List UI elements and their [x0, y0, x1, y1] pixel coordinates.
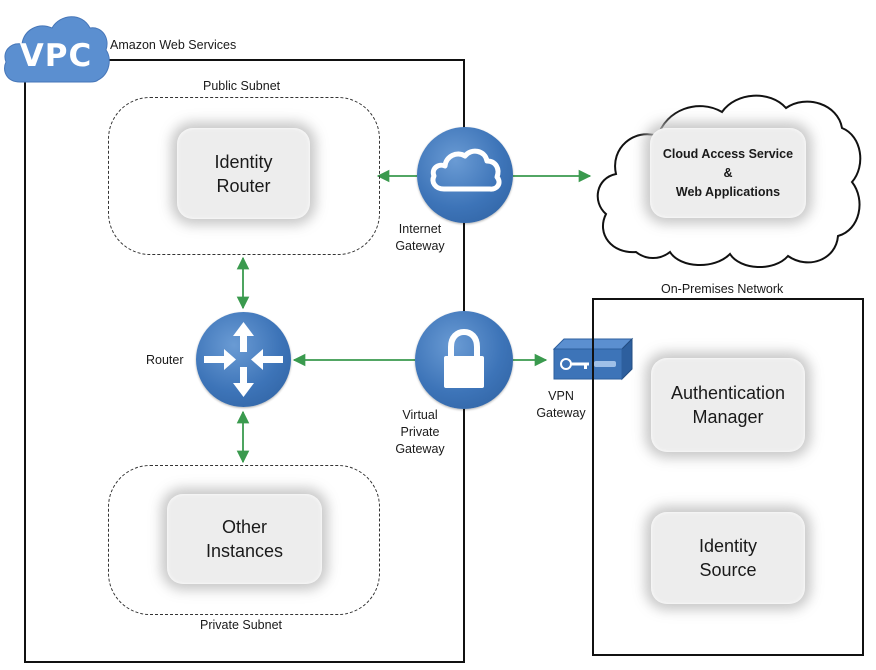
identity-router-line2: Router	[216, 175, 271, 196]
public-subnet-label: Public Subnet	[203, 79, 281, 93]
identity-router-line1: Identity	[214, 151, 273, 172]
public-subnet	[108, 97, 380, 255]
identity-source-line2: Source	[699, 560, 757, 580]
vpg-line2: Private	[400, 425, 440, 439]
authentication-manager-node: Authentication Manager	[651, 358, 805, 452]
cloud-icon	[430, 148, 502, 192]
identity-router-node: Identity Router	[177, 128, 310, 219]
virtual-private-gateway-icon	[415, 311, 513, 409]
identity-source-node: Identity Source	[651, 512, 805, 604]
cloud-line1: Cloud Access Service	[662, 146, 794, 161]
cloud-line3: Web Applications	[675, 184, 781, 199]
router-label: Router	[146, 353, 184, 367]
vpc-cloud-icon	[4, 16, 110, 83]
router-arrows-icon	[204, 322, 283, 397]
virtual-private-gateway-label: Virtual Private Gateway	[382, 407, 458, 458]
auth-manager-line2: Manager	[692, 407, 764, 427]
cloud-access-node: Cloud Access Service & Web Applications	[650, 128, 806, 218]
internet-gateway-label: Internet Gateway	[382, 221, 458, 255]
other-instances-node: Other Instances	[167, 494, 322, 584]
private-subnet	[108, 465, 380, 615]
other-instances-line2: Instances	[205, 541, 284, 561]
vpn-gateway-label: VPN Gateway	[528, 388, 594, 422]
auth-manager-line1: Authentication	[670, 383, 786, 403]
internet-gateway-icon	[417, 127, 513, 223]
internet-gateway-line1: Internet	[398, 222, 442, 236]
aws-title: Amazon Web Services	[110, 38, 237, 52]
vpc-badge-text: VPC	[19, 38, 93, 74]
vpn-line1: VPN	[548, 389, 574, 403]
router-icon	[196, 312, 291, 407]
vpg-line3: Gateway	[395, 442, 445, 456]
on-premises-title: On-Premises Network	[661, 282, 784, 296]
lock-icon	[444, 328, 484, 388]
other-instances-line1: Other	[221, 517, 267, 537]
internet-gateway-line2: Gateway	[395, 239, 445, 253]
vpn-line2: Gateway	[536, 406, 586, 420]
vpc-badge: VPC	[2, 8, 110, 86]
on-premises-frame	[592, 298, 864, 656]
vpg-line1: Virtual	[402, 408, 438, 422]
cloud-line2: &	[723, 165, 733, 180]
internet-cloud: Cloud Access Service & Web Applications	[590, 84, 868, 270]
private-subnet-label: Private Subnet	[200, 618, 282, 632]
identity-source-line1: Identity	[698, 536, 758, 556]
